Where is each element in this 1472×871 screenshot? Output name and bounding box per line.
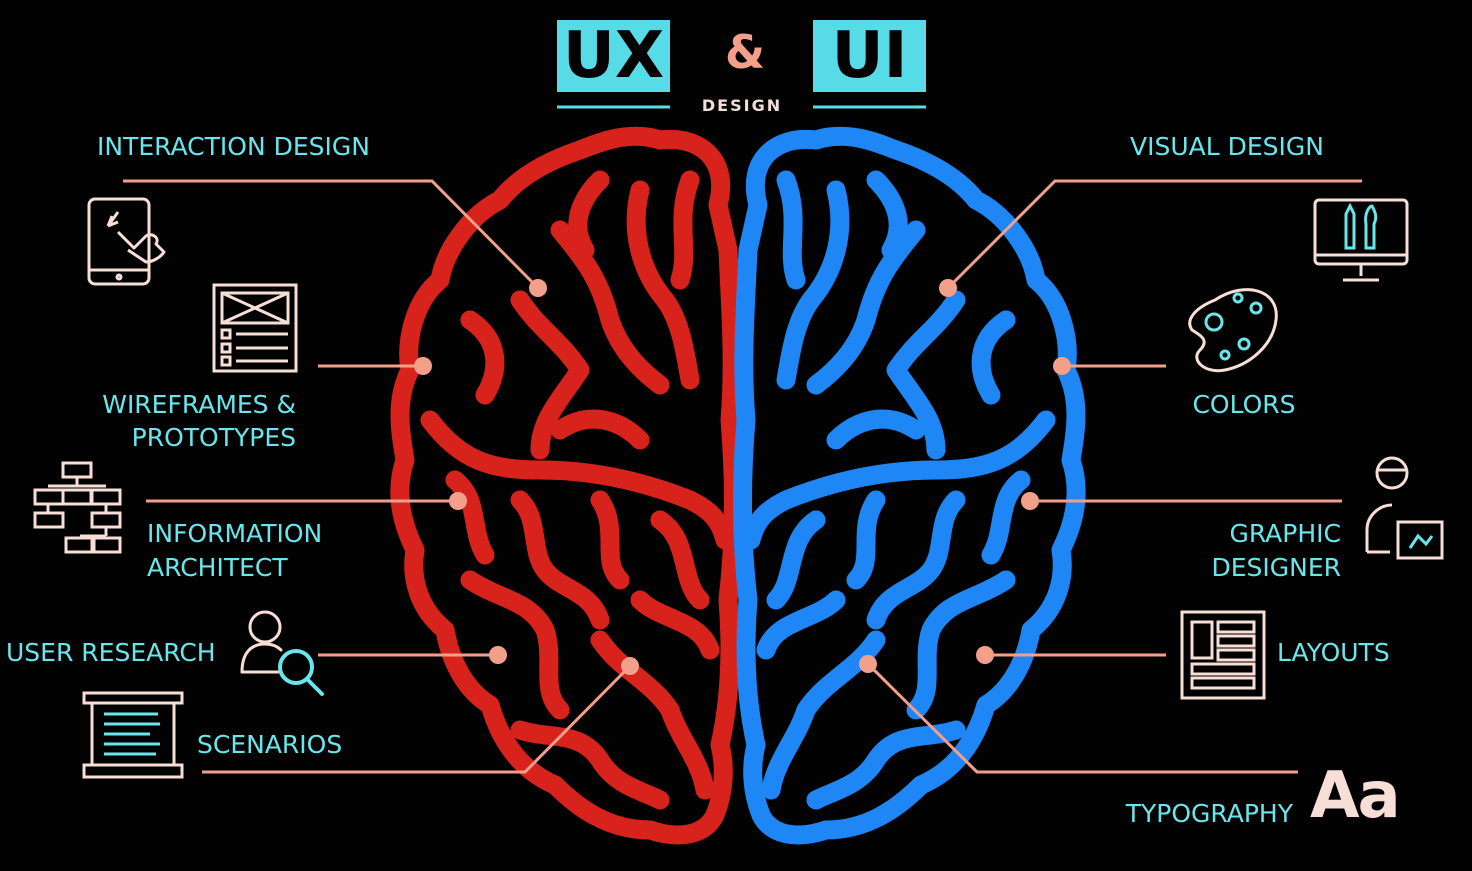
palette-icon (1188, 288, 1278, 373)
label-colors: COLORS (1192, 390, 1296, 419)
connector-scenarios (202, 664, 632, 774)
label-wireframes-line2: PROTOTYPES (131, 423, 296, 452)
layout-icon (1180, 610, 1266, 700)
label-wireframes-line1: WIREFRAMES & (102, 390, 296, 419)
label-user-research: USER RESEARCH (6, 638, 216, 667)
connector-dots (414, 279, 1071, 675)
scroll-document-icon (82, 691, 184, 779)
user-search-icon (240, 610, 283, 674)
ux-title: UX (557, 20, 670, 92)
ux-brain-hemisphere (390, 126, 744, 845)
tablet-touch-icon (87, 197, 166, 286)
design-subtitle: DESIGN (701, 96, 783, 115)
magnifier-icon (278, 649, 324, 696)
label-scenarios: SCENARIOS (197, 730, 343, 759)
label-information-line2: ARCHITECT (147, 553, 288, 582)
label-layouts: LAYOUTS (1277, 638, 1390, 667)
ui-title: UI (813, 20, 926, 92)
label-graphic-line1: GRAPHIC (1229, 519, 1341, 548)
connector-visual-design (946, 179, 1362, 290)
connector-typography (866, 662, 1298, 774)
monitor-brushes-icon (1313, 198, 1409, 282)
label-typography: TYPOGRAPHY (1125, 799, 1293, 828)
ampersand: & (724, 25, 766, 79)
connector-interaction-design (123, 179, 540, 290)
sitemap-icon (33, 461, 122, 554)
label-visual-design: VISUAL DESIGN (1130, 132, 1324, 161)
typography-glyph-icon: Aa (1310, 759, 1401, 833)
designer-icon (1365, 456, 1444, 560)
label-interaction-design: INTERACTION DESIGN (97, 132, 370, 161)
ui-brain-hemisphere (732, 126, 1086, 845)
wireframe-icon (212, 283, 298, 373)
connector-lines (123, 179, 1362, 774)
label-information-line1: INFORMATION (147, 519, 323, 548)
label-graphic-line2: DESIGNER (1211, 553, 1341, 582)
